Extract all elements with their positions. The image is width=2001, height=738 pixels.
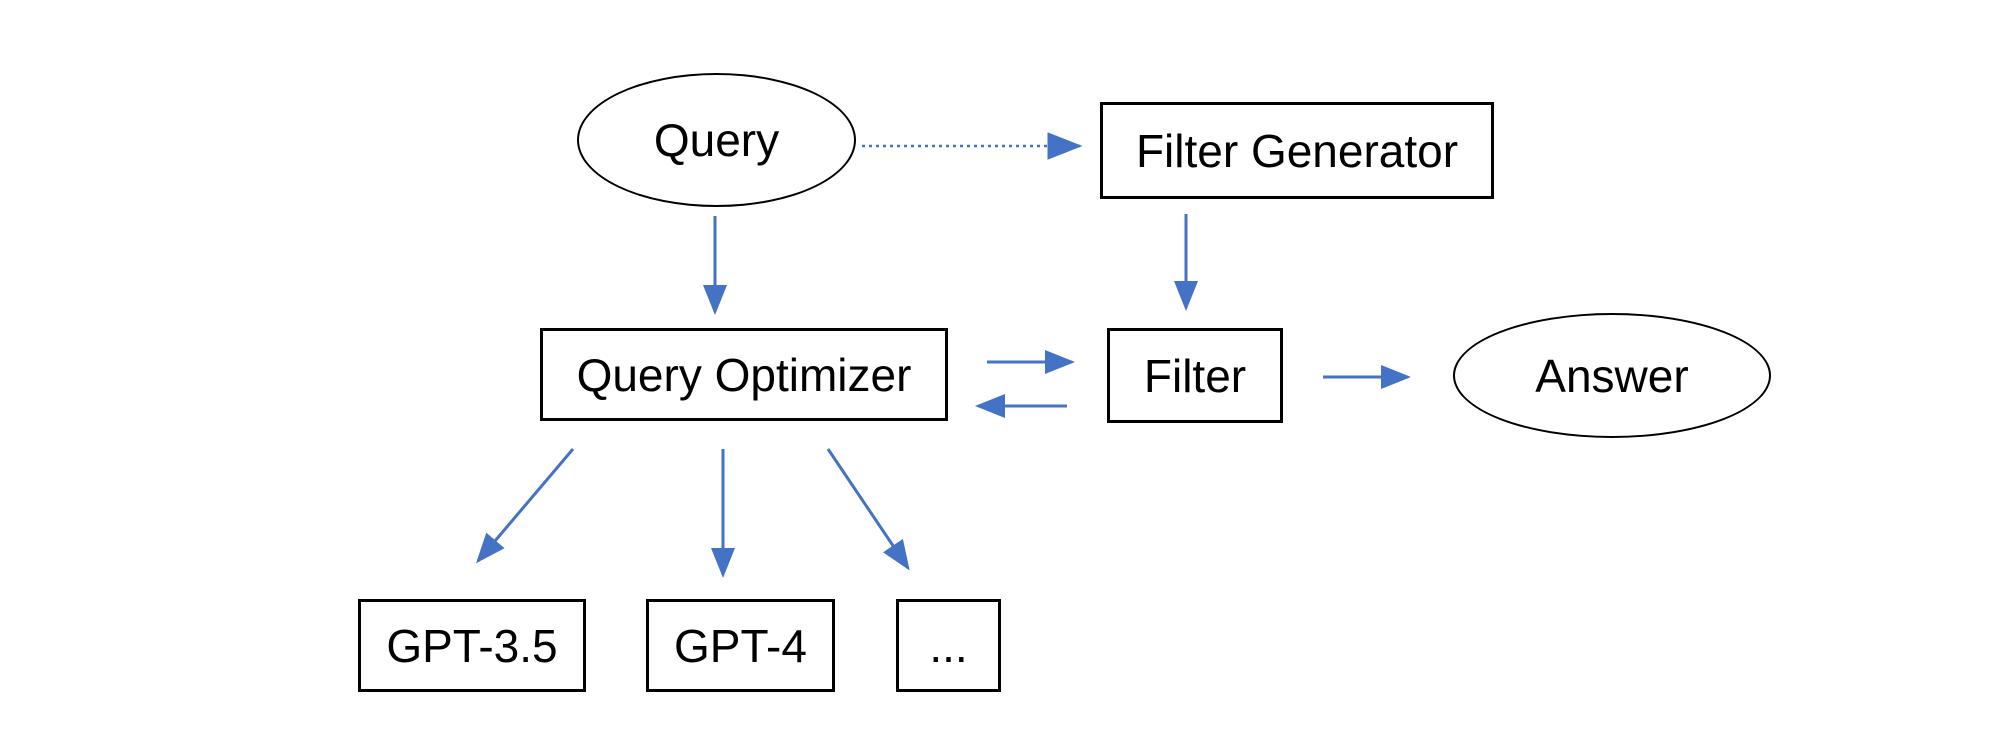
node-gpt-4: GPT-4 <box>646 599 835 692</box>
node-answer-label: Answer <box>1535 349 1689 402</box>
node-query-optimizer-label: Query Optimizer <box>576 348 912 401</box>
node-gpt-3-5-label: GPT-3.5 <box>386 619 558 672</box>
node-more-models-label: ... <box>929 619 968 672</box>
node-answer: Answer <box>1453 313 1771 438</box>
node-more-models: ... <box>896 599 1001 692</box>
node-filter: Filter <box>1107 328 1283 423</box>
node-query-label: Query <box>653 114 780 166</box>
node-query-optimizer: Query Optimizer <box>540 328 948 421</box>
edge-query-optimizer-to-more-models <box>826 448 910 571</box>
node-gpt-3-5: GPT-3.5 <box>358 599 586 692</box>
edge-query-optimizer-to-gpt35 <box>476 448 575 564</box>
node-filter-generator-label: Filter Generator <box>1135 124 1459 177</box>
node-filter-generator: Filter Generator <box>1100 102 1494 199</box>
node-gpt-4-label: GPT-4 <box>674 619 807 672</box>
node-filter-label: Filter <box>1143 349 1247 402</box>
node-query: Query <box>577 73 856 207</box>
